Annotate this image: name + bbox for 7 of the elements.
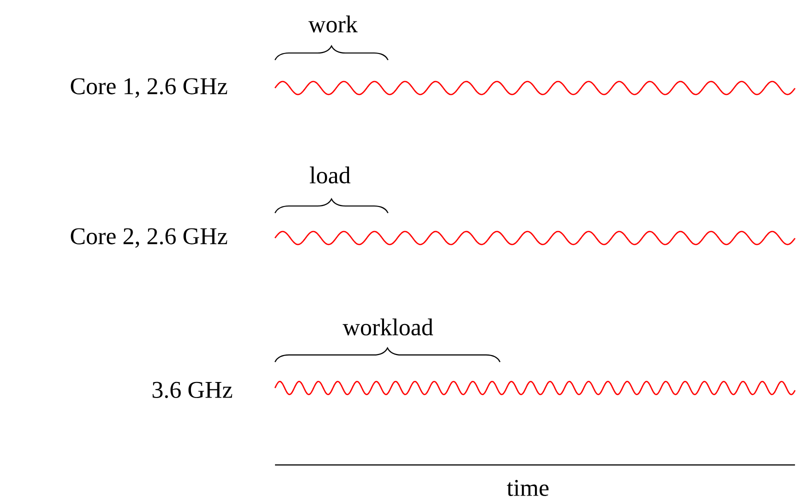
row-label: Core 2, 2.6 GHz: [70, 228, 228, 248]
row-label: Core 1, 2.6 GHz: [70, 78, 228, 98]
row-label: 3.6 GHz: [152, 382, 232, 398]
brace-label: workload: [342, 318, 434, 336]
axis-label: time: [506, 480, 548, 496]
brace-label: work: [308, 16, 358, 32]
brace-label: load: [310, 166, 350, 184]
